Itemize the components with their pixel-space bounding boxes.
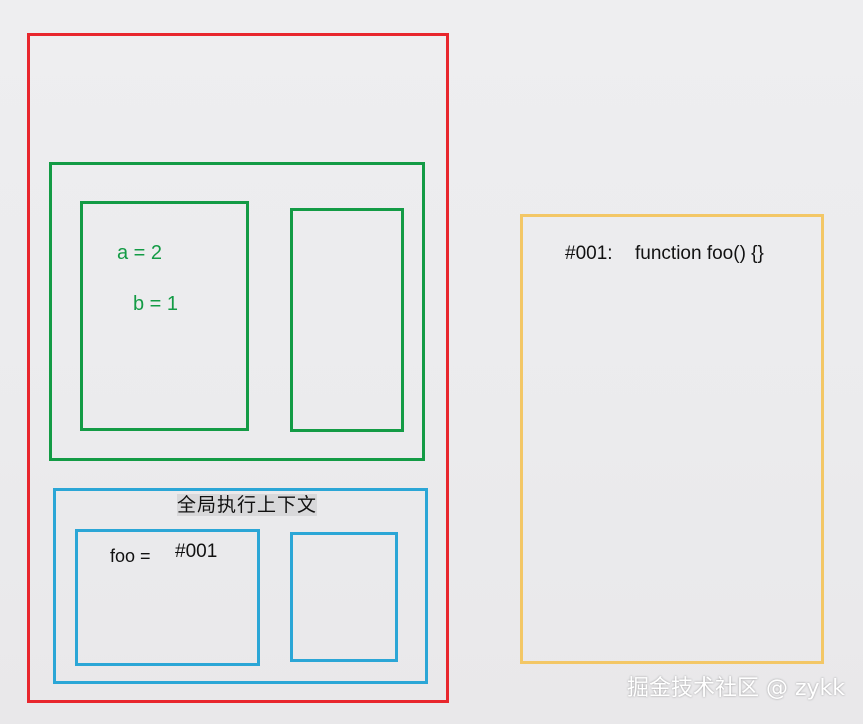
variable-b-label: b = 1 bbox=[133, 293, 179, 315]
global-lexical-environment-box bbox=[290, 532, 398, 662]
watermark-text: 掘金技术社区 @ zykk bbox=[626, 676, 845, 701]
heap-memory-box bbox=[520, 214, 824, 664]
variable-a-label: a = 2 bbox=[117, 242, 163, 264]
function-lexical-environment-box bbox=[290, 208, 404, 432]
global-variable-environment-box bbox=[75, 529, 260, 666]
global-context-title: 全局执行上下文 bbox=[177, 494, 318, 516]
heap-function-value: function foo() {} bbox=[635, 243, 764, 264]
function-execution-context-box bbox=[49, 162, 425, 461]
call-stack-frame bbox=[27, 33, 449, 703]
foo-reference-address: #001 bbox=[175, 541, 218, 562]
function-variable-environment-box bbox=[80, 201, 249, 431]
global-context-title-text: 全局执行上下文 bbox=[177, 494, 318, 516]
variable-foo-label: foo = bbox=[110, 546, 151, 566]
global-execution-context-box bbox=[53, 488, 428, 684]
heap-address-label: #001: bbox=[565, 243, 613, 264]
